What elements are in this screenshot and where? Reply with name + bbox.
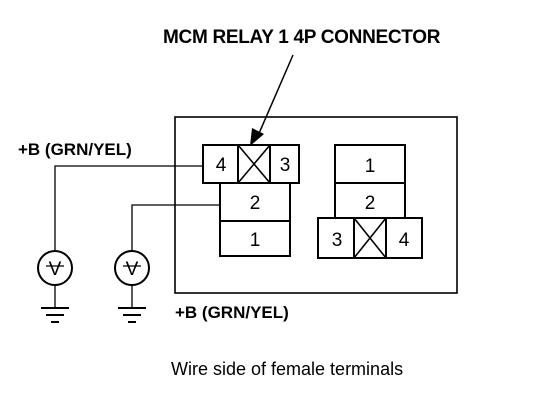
terminal-2-label: 2 [365,193,376,214]
diagram-caption: Wire side of female terminals [171,359,403,379]
voltmeter-left: V [37,250,73,286]
connector-right: 1 2 3 4 [317,144,423,259]
supply-label-bottom: +B (GRN/YEL) [175,303,289,322]
terminal-3-label: 3 [332,230,343,251]
voltmeter-right: V [114,250,150,286]
terminal-1-label: 1 [365,156,376,177]
voltmeter-symbol: V [126,259,139,280]
ground-icon [118,285,146,323]
diagram-title: MCM RELAY 1 4P CONNECTOR [163,27,441,48]
voltmeter-symbol: V [49,259,62,280]
supply-label-left: +B (GRN/YEL) [18,140,132,159]
title-pointer-arrow [250,54,294,146]
wire-terminal-2 [131,204,220,251]
terminal-1-label: 1 [250,230,261,251]
connector-left: 4 3 2 1 [202,144,300,257]
wire-terminal-4 [54,165,203,251]
terminal-3-label: 3 [280,155,291,176]
terminal-2-label: 2 [250,193,261,214]
terminal-4-label: 4 [216,155,227,176]
terminal-4-label: 4 [399,230,410,251]
ground-icon [41,285,69,323]
